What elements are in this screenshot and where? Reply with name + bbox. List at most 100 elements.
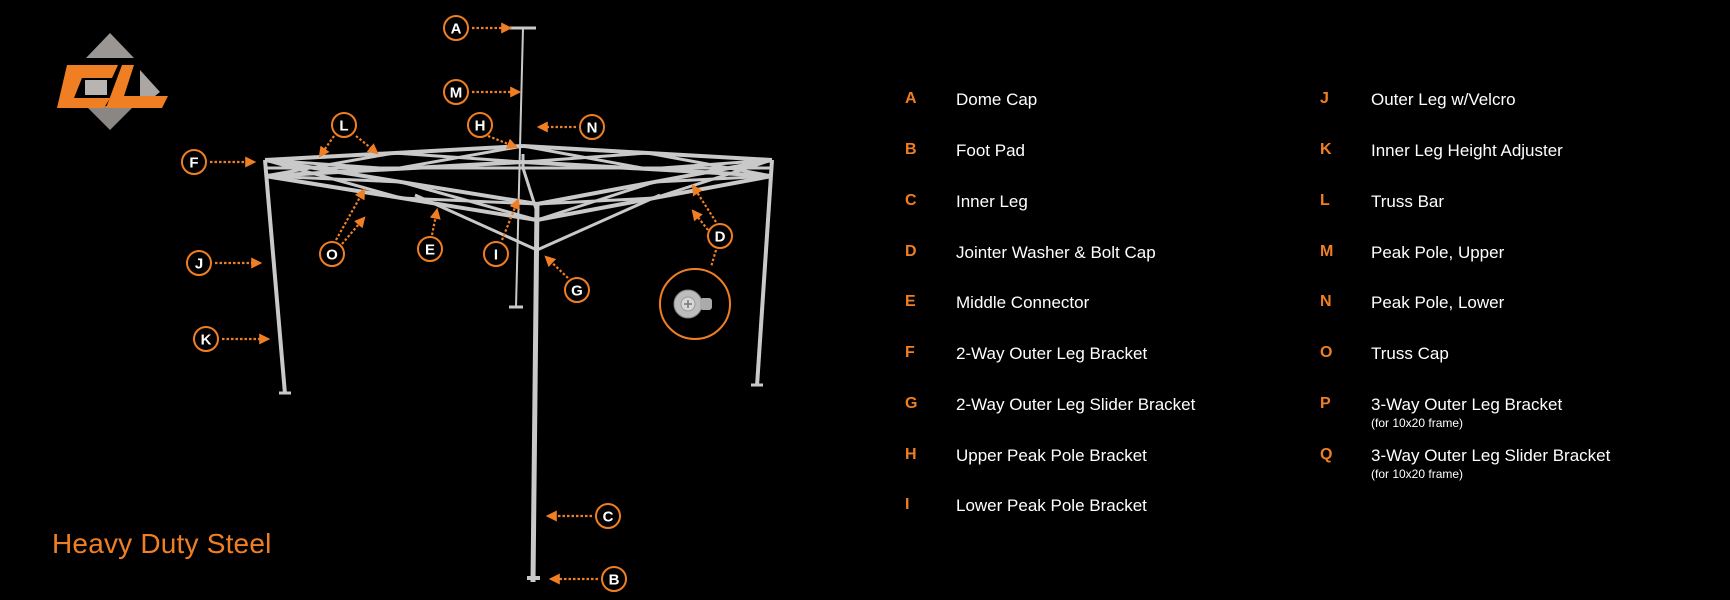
callout-arrow [500, 197, 520, 241]
outer-leg-front [530, 203, 540, 583]
callout-d: D [691, 184, 733, 268]
callout-c: C [545, 503, 621, 529]
callout-arrow [429, 207, 441, 236]
callout-arrow [544, 255, 569, 279]
callout-arrow [341, 216, 366, 245]
callout-circle [483, 241, 509, 267]
callout-circle [595, 503, 621, 529]
legend-label: 3-Way Outer Leg Bracket [1371, 395, 1563, 414]
cil-logo [57, 33, 168, 130]
callout-circle [564, 277, 590, 303]
callout-j: J [186, 250, 263, 276]
legend-label: Inner Leg [956, 192, 1028, 211]
legend-letter: Q [1320, 446, 1333, 463]
legend-letter: M [1320, 243, 1334, 260]
callout-arrow [318, 135, 335, 158]
callout-i: I [483, 197, 520, 267]
legend-letter: A [905, 90, 917, 107]
callout-letter: O [326, 247, 338, 264]
truss-bar [264, 151, 395, 178]
outer-leg-left [263, 159, 287, 395]
callout-letter: G [571, 283, 583, 300]
legend-note: (for 10x20 frame) [1371, 467, 1464, 481]
legend-letter: J [1320, 90, 1329, 107]
callout-arrow [355, 135, 379, 155]
legend-letter: B [905, 141, 917, 158]
callouts: A M N H L F J K O E I G D C B [181, 15, 733, 592]
legend-letter: K [1320, 141, 1332, 158]
legend-label: Peak Pole, Lower [1371, 293, 1505, 312]
callout-b: B [548, 566, 627, 592]
legend-label: Dome Cap [956, 90, 1038, 109]
bolt-detail-inset [659, 268, 731, 340]
legend-label: 3-Way Outer Leg Slider Bracket [1371, 446, 1611, 465]
legend-label: Jointer Washer & Bolt Cap [956, 243, 1156, 262]
callout-k: K [193, 326, 271, 352]
legend-letter: I [905, 496, 910, 513]
callout-letter: I [494, 247, 498, 264]
callout-letter: D [715, 229, 726, 246]
legend-label: Peak Pole, Upper [1371, 243, 1505, 262]
legend-label: Middle Connector [956, 293, 1090, 312]
callout-letter: N [587, 120, 598, 137]
callout-o: O [319, 188, 366, 267]
legend-letter: G [905, 395, 918, 412]
legend-letter: L [1320, 192, 1330, 209]
callout-circle [319, 241, 345, 267]
outer-leg-right [755, 159, 774, 387]
legend-label: 2-Way Outer Leg Bracket [956, 344, 1148, 363]
legend-label: Outer Leg w/Velcro [1371, 90, 1516, 109]
truss-bar [536, 193, 661, 252]
legend-letter: P [1320, 395, 1331, 412]
legend-letter: E [905, 293, 916, 310]
callout-f: F [181, 149, 257, 175]
callout-circle [193, 326, 219, 352]
truss-bar [264, 158, 402, 200]
callout-circle [331, 112, 357, 138]
truss-bar [522, 151, 648, 164]
legend-letter: D [905, 243, 917, 260]
callout-circle [601, 566, 627, 592]
callout-arrow [691, 184, 717, 223]
legend-label: Upper Peak Pole Bracket [956, 446, 1147, 465]
legend-label: Inner Leg Height Adjuster [1371, 141, 1563, 160]
callout-e: E [417, 207, 443, 262]
legend-label: Foot Pad [956, 141, 1025, 160]
legend-letter: O [1320, 344, 1333, 361]
callout-arrow [487, 134, 519, 149]
peak-pole [515, 27, 524, 308]
product-title: Heavy Duty Steel [52, 528, 272, 559]
legend-letter: H [905, 446, 917, 463]
callout-letter: M [450, 85, 463, 102]
callout-a: A [443, 15, 513, 41]
legend-letter: F [905, 344, 915, 361]
frame-structure [263, 26, 774, 583]
callout-letter: L [339, 118, 348, 135]
callout-circle [417, 236, 443, 262]
callout-letter: F [189, 155, 198, 172]
callout-letter: K [201, 332, 212, 349]
callout-circle [181, 149, 207, 175]
callout-letter: J [195, 256, 203, 273]
callout-m: M [443, 79, 522, 105]
legend-letter: C [905, 192, 917, 209]
callout-arrow [709, 249, 718, 268]
truss-bar [400, 180, 538, 222]
legend-label: Lower Peak Pole Bracket [956, 496, 1147, 515]
truss-bar [654, 174, 773, 184]
callout-circle [467, 112, 493, 138]
callout-circle [443, 79, 469, 105]
truss-bar [536, 196, 655, 206]
callout-circle [443, 15, 469, 41]
legend-label: 2-Way Outer Leg Slider Bracket [956, 395, 1196, 414]
callout-n: N [536, 114, 605, 140]
legend-letter: N [1320, 293, 1332, 310]
callout-g: G [544, 255, 590, 303]
legend-label: Truss Bar [1371, 192, 1445, 211]
callout-h: H [467, 112, 519, 149]
callout-letter: H [475, 118, 486, 135]
legend-label: Truss Cap [1371, 344, 1449, 363]
callout-letter: E [425, 242, 435, 259]
callout-arrow [335, 188, 366, 241]
